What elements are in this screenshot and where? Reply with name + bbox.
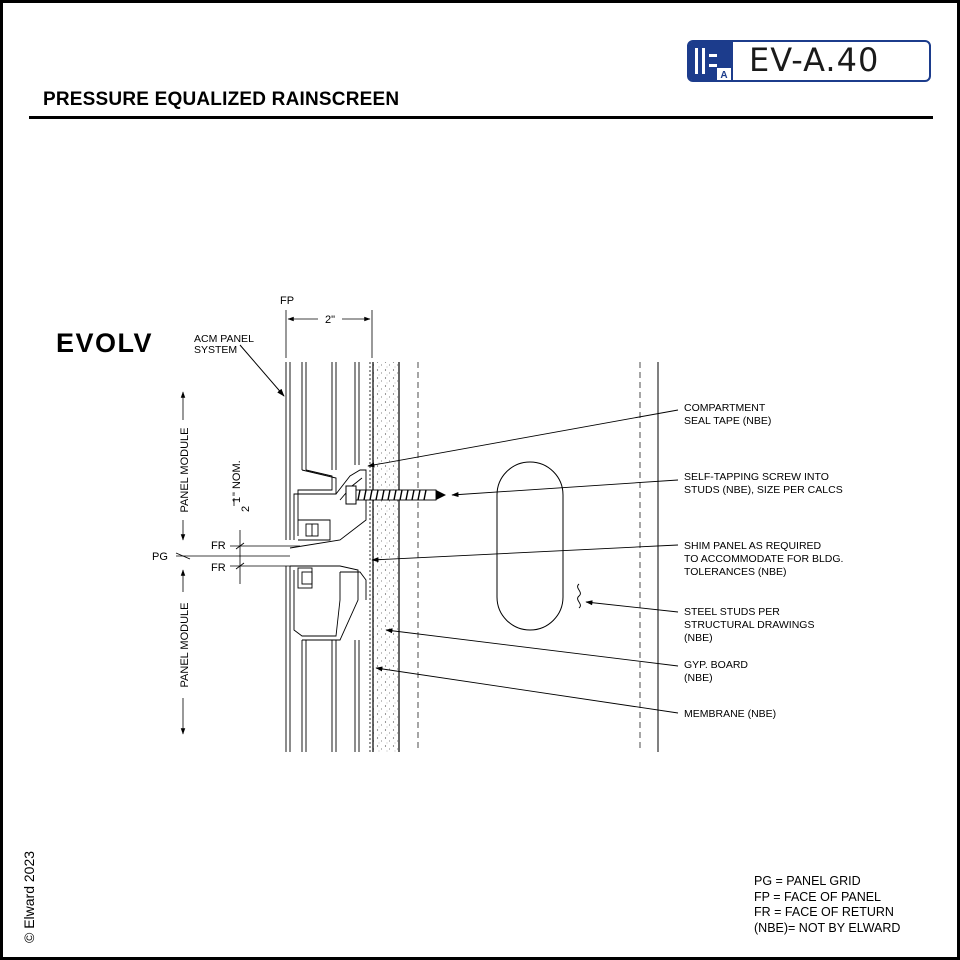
joint-numerator: 1 <box>231 497 243 503</box>
rainscreen-detail-diagram: EVOLV ACM PANEL SYSTEM FP 2" <box>56 295 843 752</box>
copyright-notice: © Elward 2023 <box>21 850 37 943</box>
logo-leader <box>239 344 285 397</box>
acm-panel-upper <box>285 362 367 549</box>
panel-module-dimensions: PANEL MODULE PANEL MODULE PG FR FR 1 2 "… <box>152 391 300 735</box>
logo-caption-line2: SYSTEM <box>194 344 237 356</box>
legend-item: FR = FACE OF RETURN <box>754 905 894 919</box>
evolv-logo-text: EVOLV <box>56 328 153 358</box>
fr-bottom-label: FR <box>211 562 226 574</box>
callout-shim-line2: TO ACCOMMODATE FOR BLDG. <box>684 553 843 565</box>
callout-studs-line1: STEEL STUDS PER <box>684 606 780 618</box>
evolv-logo: EVOLV ACM PANEL SYSTEM <box>56 328 254 358</box>
panel-module-bottom-label: PANEL MODULE <box>179 603 191 688</box>
callout-gyp-line2: (NBE) <box>684 672 713 684</box>
sheet-code: EV-A.40 <box>749 41 880 79</box>
title-rule <box>29 116 933 119</box>
callout-shim-line3: TOLERANCES (NBE) <box>684 566 787 578</box>
width-dimension: FP 2" <box>280 295 373 358</box>
callout-screw-line1: SELF-TAPPING SCREW INTO <box>684 471 829 483</box>
self-tapping-screw <box>345 485 446 505</box>
joint-denominator: 2 <box>240 506 252 512</box>
callout-shim-line1: SHIM PANEL AS REQUIRED <box>684 540 822 552</box>
legend-item: PG = PANEL GRID <box>754 874 861 888</box>
fp-label: FP <box>280 295 294 307</box>
panel-module-top-label: PANEL MODULE <box>179 428 191 513</box>
stud-knockout-slot <box>496 461 564 631</box>
callouts: COMPARTMENT SEAL TAPE (NBE) SELF-TAPPING… <box>684 402 843 720</box>
elward-logo-icon: A <box>689 42 733 80</box>
fr-top-label: FR <box>211 540 226 552</box>
width-label: 2" <box>325 314 335 326</box>
abbreviation-legend: PG = PANEL GRID FP = FACE OF PANEL FR = … <box>754 874 900 936</box>
drawing-sheet: A EV-A.40 PRESSURE EQUALIZED RAINSCREEN … <box>3 3 957 957</box>
callout-screw-line2: STUDS (NBE), SIZE PER CALCS <box>684 484 843 496</box>
callout-gyp-line1: GYP. BOARD <box>684 659 748 671</box>
joint-unit: " NOM. <box>231 460 243 496</box>
badge-logo-letter: A <box>720 70 727 80</box>
callout-membrane-line1: MEMBRANE (NBE) <box>684 708 776 720</box>
callout-studs-line2: STRUCTURAL DRAWINGS <box>684 619 814 631</box>
sheet-code-badge: A EV-A.40 <box>687 40 931 82</box>
page-title: PRESSURE EQUALIZED RAINSCREEN <box>43 89 400 110</box>
acm-panel-lower <box>285 565 367 752</box>
wall-section <box>369 362 659 752</box>
legend-item: FP = FACE OF PANEL <box>754 889 882 904</box>
pg-label: PG <box>152 551 168 563</box>
callout-studs-line3: (NBE) <box>684 632 713 644</box>
callout-seal-tape-line1: COMPARTMENT <box>684 402 766 414</box>
callout-seal-tape-line2: SEAL TAPE (NBE) <box>684 415 771 427</box>
logo-caption-line1: ACM PANEL <box>194 333 254 345</box>
callout-leaders <box>367 409 679 714</box>
legend-item: (NBE)= NOT BY ELWARD <box>754 920 901 935</box>
